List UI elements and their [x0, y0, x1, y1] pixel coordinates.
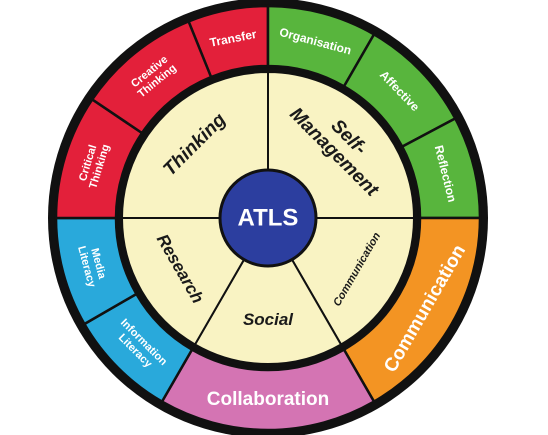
center-label: ATLS [238, 204, 299, 231]
inner-label-social: Social [243, 310, 294, 329]
center-circle [218, 168, 318, 268]
center-core: ATLS [218, 168, 318, 268]
outer-label-collaboration: Collaboration [207, 389, 329, 410]
outer-segment-creative-thinking [90, 19, 213, 135]
